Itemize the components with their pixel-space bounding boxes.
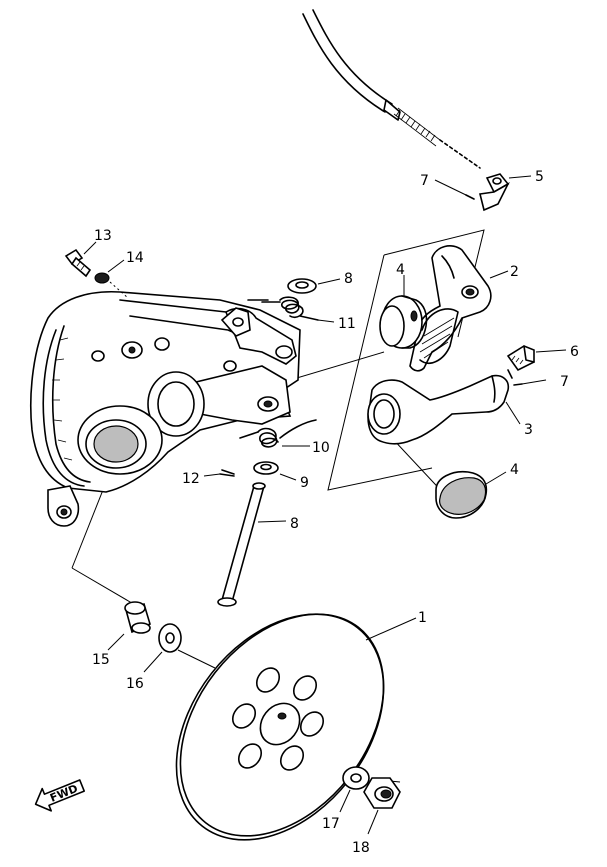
washer-part-16 [143, 623, 182, 673]
bolt-guide-line [109, 281, 129, 299]
callout-10: 10 [312, 440, 330, 456]
spring-part-10 [239, 419, 317, 448]
callout-3: 3 [524, 422, 533, 438]
brake-pad-part-4-lower [435, 470, 507, 519]
caliper-housing-part-2 [409, 245, 509, 372]
collar-part-15 [107, 601, 151, 651]
callout-14: 14 [126, 250, 144, 266]
pivot-shaft-part-8 [217, 482, 287, 607]
brake-pad-part-4-upper [379, 275, 428, 349]
nut-part-18 [363, 777, 401, 835]
callout-11: 11 [338, 316, 356, 332]
callout-4-lower: 4 [510, 462, 519, 478]
callout-9: 9 [300, 475, 309, 491]
cable-joint-part-5 [479, 173, 532, 212]
cotter-pin-part-7-right [513, 379, 547, 386]
callout-5: 5 [535, 169, 544, 185]
callout-13: 13 [94, 228, 112, 244]
callout-1: 1 [418, 610, 427, 626]
callout-labels: 5 7 13 14 4 2 8 11 6 7 3 10 4 12 9 8 1 1… [92, 169, 579, 856]
callout-8-top: 8 [344, 271, 353, 287]
forward-direction-arrow: FWD [34, 779, 86, 812]
bolt-part-13 [64, 241, 97, 278]
forward-direction-label: FWD [48, 782, 80, 805]
callout-18: 18 [352, 840, 370, 856]
callout-12: 12 [182, 471, 200, 487]
callout-15: 15 [92, 652, 110, 668]
callout-6: 6 [570, 344, 579, 360]
callout-7-right: 7 [560, 374, 569, 390]
callout-7-top: 7 [420, 173, 429, 189]
nut-part-14 [94, 259, 125, 284]
cotter-pin-part-7-top [434, 179, 475, 200]
brake-disc-part-1 [175, 613, 417, 841]
brake-cable [302, 9, 481, 169]
brake-lever-arm-part-3 [367, 374, 521, 445]
caliper-body [29, 290, 301, 527]
adjuster-part-6 [506, 345, 567, 379]
callout-2: 2 [510, 264, 519, 280]
washer-part-8-top [287, 278, 341, 294]
spring-part-11 [247, 296, 335, 323]
washer-part-9 [253, 461, 297, 481]
callout-16: 16 [126, 676, 144, 692]
callout-4-upper: 4 [396, 262, 405, 278]
callout-17: 17 [322, 816, 340, 832]
cotter-pin-part-12 [203, 469, 235, 477]
washer-part-17 [339, 766, 370, 813]
callout-8-shaft: 8 [290, 516, 299, 532]
